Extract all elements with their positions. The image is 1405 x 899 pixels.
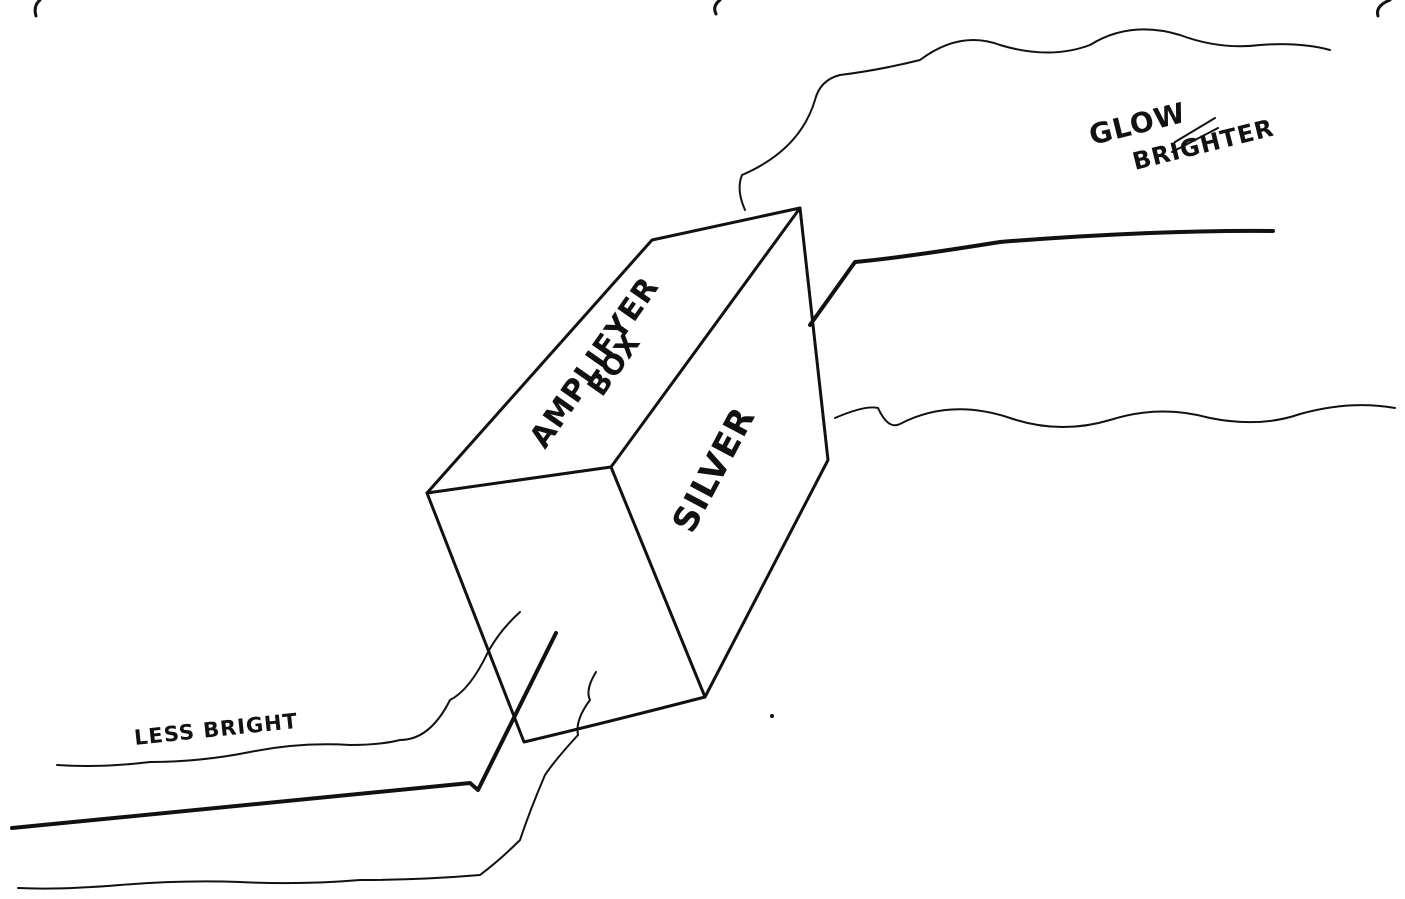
glow-wave-left-lower xyxy=(17,671,597,890)
ink-dot xyxy=(770,714,774,718)
corner-mark-right xyxy=(1376,0,1392,18)
corner-mark-middle xyxy=(713,0,722,16)
label-less-bright: LESS BRIGHT xyxy=(133,709,299,750)
glow-wave-right xyxy=(834,404,1396,429)
corner-mark-left xyxy=(33,0,42,18)
wire-right xyxy=(808,228,1275,327)
glow-wave-top xyxy=(738,28,1331,211)
box-side-face xyxy=(703,206,830,699)
box-top-face xyxy=(425,206,802,495)
box-front-face xyxy=(425,465,707,744)
label-silver: SILVER xyxy=(665,401,764,540)
wire-left xyxy=(10,631,558,830)
brighter-strikeout xyxy=(1171,117,1219,153)
glow-wave-left-upper xyxy=(56,611,521,767)
